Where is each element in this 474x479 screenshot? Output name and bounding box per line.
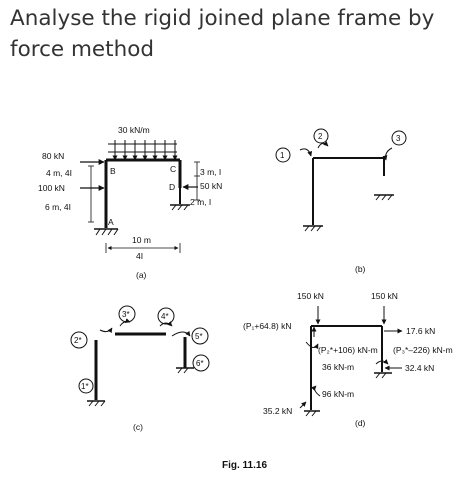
udl-load: [108, 140, 178, 161]
d-moment-36: [375, 359, 389, 365]
c-label-4: 4*: [161, 312, 169, 321]
d-support-a: [304, 410, 320, 417]
label-span: 10 m: [132, 235, 151, 245]
c-label-3: 3*: [122, 310, 130, 319]
label-80kn: 80 kN: [42, 151, 64, 161]
d-label-96: 96 kN-m: [322, 389, 354, 399]
d-label-p2: (P₂*+106) kN-m: [318, 345, 378, 355]
b-label-1: 1: [280, 151, 285, 160]
d-label-36: 36 kN-m: [322, 362, 354, 372]
b-support-a: [303, 225, 323, 232]
c-circle-1: [78, 378, 94, 394]
fixed-support-a: [94, 228, 119, 236]
label-node-b: B: [110, 166, 116, 176]
c-support-d: [176, 367, 194, 374]
d-label-150b: 150 kN: [371, 291, 398, 301]
c-arrow-4: [159, 321, 173, 327]
d-label-p3: (P₃*–226) kN-m: [393, 345, 453, 355]
c-label-2: 2*: [74, 336, 82, 345]
d-support-d: [374, 372, 392, 379]
label-span-i: 4I: [136, 251, 143, 261]
label-member-ab-lower: 6 m, 4I: [45, 202, 71, 212]
b-redundant-2-arrow: [317, 141, 329, 149]
label-diagram-c: (c): [133, 422, 143, 432]
diagram-b: [275, 128, 407, 232]
d-moment-p2: [305, 341, 319, 350]
label-100kn: 100 kN: [38, 183, 65, 193]
diagram-c: [70, 305, 210, 407]
b-redundant-1-arrow: [299, 148, 313, 157]
b-redundant-3-arrow: [382, 147, 393, 161]
diagram-a: [80, 140, 200, 253]
label-node-c: C: [170, 164, 176, 174]
c-support: [87, 400, 106, 407]
label-member-cd: 3 m, I: [200, 167, 221, 177]
question-title: Analyse the rigid joined plane frame by …: [10, 3, 470, 65]
c-circle-3: [118, 305, 136, 323]
d-label-324: 32.4 kN: [405, 363, 434, 373]
d-label-352: 35.2 kN: [263, 406, 292, 416]
b-circle-2: [313, 128, 329, 144]
c-label-6: 6*: [196, 359, 204, 368]
c-circle-6: [192, 354, 210, 372]
question-title-line2: force method: [10, 37, 155, 62]
c-label-1: 1*: [81, 382, 89, 391]
b-label-3: 3: [396, 134, 401, 143]
label-member-d: 2 m, I: [190, 197, 211, 207]
label-diagram-a: (a): [136, 270, 147, 280]
c-arrow-5: [171, 330, 191, 337]
d-label-176: 17.6 kN: [406, 326, 435, 336]
label-diagram-b: (b): [355, 264, 366, 274]
label-diagram-d: (d): [355, 418, 366, 428]
d-arrow-352: [299, 401, 307, 409]
diagram-d: [299, 306, 403, 417]
label-udl: 30 kN/m: [118, 125, 150, 135]
label-node-d: D: [169, 182, 175, 192]
label-50kn: 50 kN: [200, 181, 222, 191]
b-support-d: [374, 194, 394, 201]
fixed-support-d: [170, 204, 190, 211]
label-member-ab-upper: 4 m, 4I: [46, 168, 72, 178]
b-label-2: 2: [318, 132, 323, 141]
question-title-line1: Analyse the rigid joined plane frame by: [10, 6, 435, 31]
c-circle-4: [157, 307, 175, 325]
figure-caption: Fig. 11.16: [222, 460, 267, 471]
label-node-a: A: [108, 217, 114, 227]
b-circle-1: [275, 147, 291, 163]
c-arrow-2: [99, 327, 113, 334]
d-moment-96: [311, 385, 321, 397]
d-label-p1: (P₁+64.8) kN: [243, 321, 291, 331]
c-circle-2: [70, 331, 88, 349]
c-label-5: 5*: [195, 332, 203, 341]
b-circle-3: [391, 130, 407, 146]
c-circle-5: [191, 327, 209, 345]
d-label-150a: 150 kN: [297, 291, 324, 301]
